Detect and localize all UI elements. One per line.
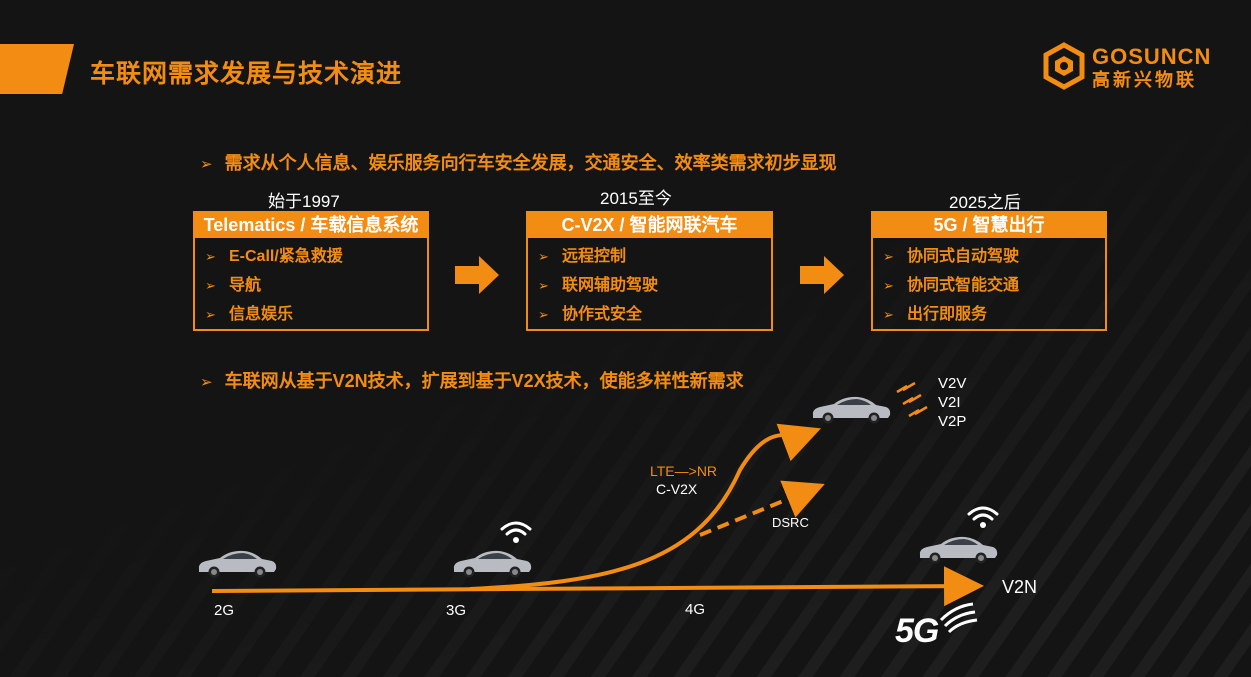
bullet-arrow-icon: ➢ <box>538 307 549 322</box>
bullet-demand-text: 需求从个人信息、娱乐服务向行车安全发展，交通安全、效率类需求初步显现 <box>224 153 837 173</box>
v2v-label: V2V <box>938 375 967 392</box>
era-item-text: 协同式自动驾驶 <box>907 248 1020 265</box>
right-arrow-icon <box>800 256 844 294</box>
bullet-demand: ➢ 需求从个人信息、娱乐服务向行车安全发展，交通安全、效率类需求初步显现 <box>200 149 837 175</box>
bullet-arrow-icon: ➢ <box>205 278 216 293</box>
v2x-type-list: V2V V2I V2P <box>938 374 966 431</box>
bullet-arrow-icon: ➢ <box>883 278 894 293</box>
logo-english: GOSUNCN <box>1092 44 1212 69</box>
era-item: ➢ E-Call/紧急救援 <box>195 242 427 271</box>
5g-waves-icon <box>939 602 978 634</box>
5g-logo-text: 5G <box>895 612 939 650</box>
page-title: 车联网需求发展与技术演进 <box>90 60 403 88</box>
dsrc-label: DSRC <box>772 515 809 530</box>
bullet-technology: ➢ 车联网从基于V2N技术，扩展到基于V2X技术，使能多样性新需求 <box>200 367 744 393</box>
bullet-arrow-icon: ➢ <box>883 307 894 322</box>
era-label-5g: 2025之后 <box>949 193 1021 212</box>
v2p-label: V2P <box>938 413 967 430</box>
era-item: ➢ 协同式智能交通 <box>873 271 1105 300</box>
era-item: ➢ 出行即服务 <box>873 300 1105 329</box>
cv2x-curve <box>469 423 821 591</box>
era-label-cv2x: 2015至今 <box>600 189 672 208</box>
era-item: ➢ 协同式自动驾驶 <box>873 242 1105 271</box>
era-item: ➢ 导航 <box>195 271 427 300</box>
cv2x-evolution-label: LTE—>NR <box>650 463 718 479</box>
dsrc-dashed-line <box>699 480 825 537</box>
bullet-technology-text: 车联网从基于V2N技术，扩展到基于V2X技术，使能多样性新需求 <box>224 371 744 391</box>
cv2x-label: C-V2X <box>656 481 698 497</box>
v2n-label: V2N <box>1002 577 1038 597</box>
era-box-cv2x: C-V2X / 智能网联汽车 ➢ 远程控制 ➢ 联网辅助驾驶 ➢ 协作式安全 <box>526 211 773 331</box>
car-icon <box>453 550 532 578</box>
era-item: ➢ 协作式安全 <box>528 300 771 329</box>
bullet-arrow-icon: ➢ <box>883 249 894 264</box>
bullet-arrow-icon: ➢ <box>200 156 213 173</box>
signal-bolt-icon <box>896 381 928 418</box>
gen-4g-label: 4G <box>685 601 706 618</box>
era-item-text: 信息娱乐 <box>229 306 294 323</box>
era-item-text: 远程控制 <box>562 248 627 265</box>
era-item: ➢ 信息娱乐 <box>195 300 427 329</box>
era-item-text: 协作式安全 <box>562 306 643 323</box>
era-item-text: 协同式智能交通 <box>907 277 1020 294</box>
era-box-header: 5G / 智慧出行 <box>873 213 1105 238</box>
5g-logo: 5G <box>893 598 983 654</box>
car-icon <box>198 550 277 578</box>
era-box-header: Telematics / 车载信息系统 <box>195 213 427 238</box>
company-logo: GOSUNCN 高新兴物联 <box>1040 42 1210 90</box>
logo-chinese: 高新兴物联 <box>1092 70 1197 90</box>
gosuncn-logo-icon <box>1043 42 1085 90</box>
era-item-text: 导航 <box>229 277 262 294</box>
title-accent-bar <box>0 44 74 94</box>
wifi-icon <box>500 521 532 543</box>
era-label-telematics: 始于1997 <box>268 192 340 211</box>
era-item-text: 出行即服务 <box>907 306 988 323</box>
bullet-arrow-icon: ➢ <box>538 278 549 293</box>
era-item-text: E-Call/紧急救援 <box>229 248 343 265</box>
bullet-arrow-icon: ➢ <box>538 249 549 264</box>
v2i-label: V2I <box>938 394 961 411</box>
era-item-text: 联网辅助驾驶 <box>562 277 659 294</box>
wifi-icon <box>967 506 999 528</box>
bullet-arrow-icon: ➢ <box>205 249 216 264</box>
right-arrow-icon <box>455 256 499 294</box>
v2n-line <box>211 566 984 607</box>
gen-2g-label: 2G <box>214 602 235 619</box>
car-icon <box>812 396 891 424</box>
era-item: ➢ 联网辅助驾驶 <box>528 271 771 300</box>
era-box-telematics: Telematics / 车载信息系统 ➢ E-Call/紧急救援 ➢ 导航 ➢ 信息… <box>193 211 429 331</box>
era-box-5g: 5G / 智慧出行 ➢ 协同式自动驾驶 ➢ 协同式智能交通 ➢ 出行即服务 <box>871 211 1107 331</box>
gen-3g-label: 3G <box>446 602 467 619</box>
era-box-header: C-V2X / 智能网联汽车 <box>528 213 771 238</box>
era-item: ➢ 远程控制 <box>528 242 771 271</box>
bullet-arrow-icon: ➢ <box>200 374 213 391</box>
bullet-arrow-icon: ➢ <box>205 307 216 322</box>
car-icon <box>919 536 998 564</box>
